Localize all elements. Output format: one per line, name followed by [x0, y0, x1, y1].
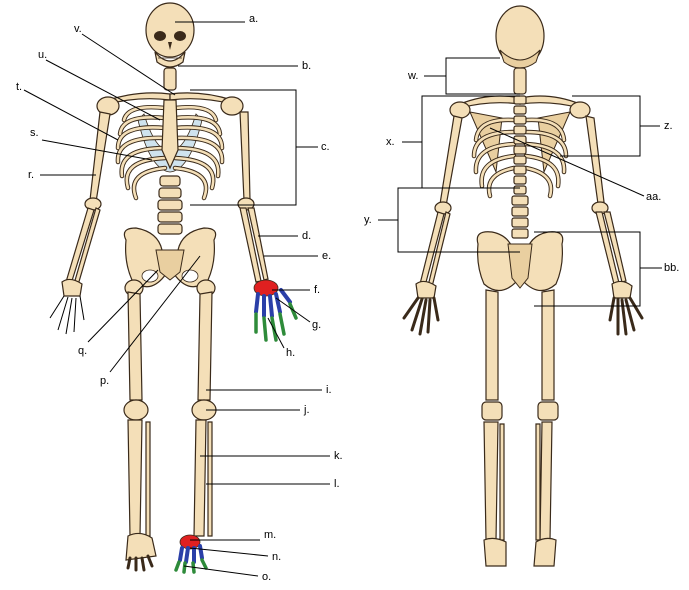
label-s: s. [30, 127, 39, 139]
ribcage-posterior [471, 117, 569, 199]
label-a: a. [249, 13, 258, 25]
vertebral-column [511, 95, 529, 239]
label-m: m. [264, 529, 276, 541]
label-c: c. [321, 141, 330, 153]
label-y: y. [364, 214, 372, 226]
label-bb: bb. [664, 262, 679, 274]
anterior-skeleton [49, 2, 298, 574]
arm-left [237, 111, 298, 342]
label-u: u. [38, 49, 47, 61]
pelvis-anterior [123, 227, 217, 288]
label-w: w. [407, 70, 418, 82]
label-n: n. [272, 551, 281, 563]
label-x: x. [386, 136, 395, 148]
skull [145, 2, 195, 68]
metacarpals-highlight [254, 288, 292, 318]
label-l: l. [334, 478, 340, 490]
label-h: h. [286, 347, 295, 359]
posterior-skeleton [402, 5, 644, 567]
label-k: k. [334, 450, 343, 462]
label-q: q. [78, 345, 87, 357]
legs-anterior [123, 279, 217, 574]
label-aa: aa. [646, 191, 661, 203]
label-d: d. [302, 230, 311, 242]
label-j: j. [303, 404, 310, 416]
label-o: o. [262, 571, 271, 583]
label-g: g. [312, 319, 321, 331]
foot-phalanges-highlight [174, 558, 208, 574]
arm-right [49, 111, 111, 335]
label-b: b. [302, 60, 311, 72]
label-p: p. [100, 375, 109, 387]
label-i: i. [326, 384, 332, 396]
tarsals-highlight [179, 534, 201, 550]
lumbar-spine [157, 175, 183, 235]
ribcage [115, 99, 225, 201]
leader-lines [23, 21, 662, 577]
label-t: t. [16, 81, 22, 93]
label-f: f. [314, 284, 320, 296]
label-z: z. [664, 120, 673, 132]
label-e: e. [322, 250, 331, 262]
labels: a. b. c. d. e. f. g. h. i. j. k. l. m. n… [16, 13, 679, 583]
metatarsals-highlight [178, 544, 204, 564]
label-v: v. [74, 23, 82, 35]
label-r: r. [28, 169, 34, 181]
